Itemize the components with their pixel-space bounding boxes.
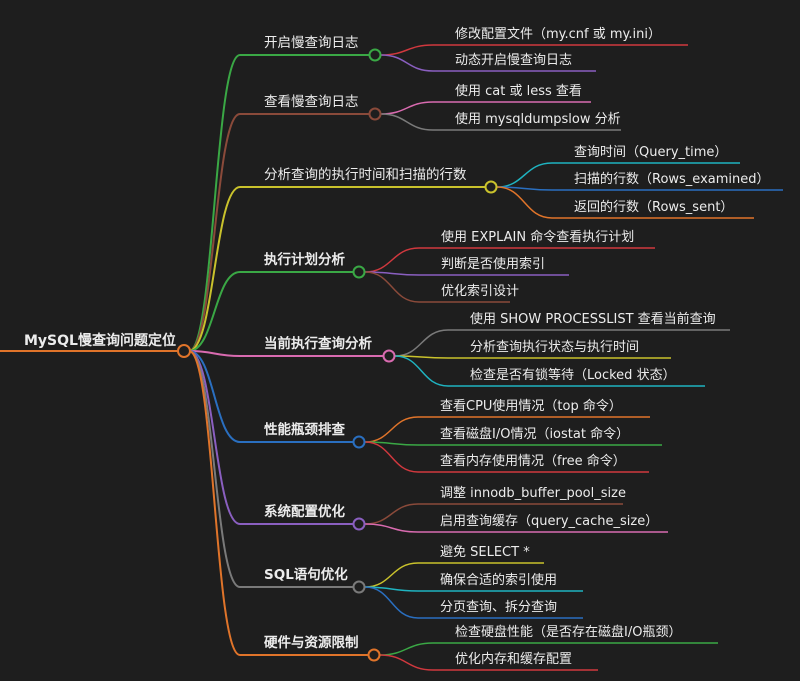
leaf-label-4-1[interactable]: 使用 EXPLAIN 命令查看执行计划 (441, 229, 634, 245)
leaf-link-9-1 (379, 642, 434, 656)
branch-label-4[interactable]: 执行计划分析 (264, 251, 345, 268)
leaf-label-9-2[interactable]: 优化内存和缓存配置 (455, 651, 572, 667)
leaf-label-8-1[interactable]: 避免 SELECT * (440, 545, 530, 560)
leaf-label-3-3[interactable]: 返回的行数（Rows_sent） (574, 199, 733, 215)
branch-link-8 (188, 350, 241, 588)
leaf-link-4-1 (364, 247, 420, 273)
branch-node-2[interactable] (368, 107, 382, 121)
leaf-link-7-2 (364, 523, 419, 533)
mindmap-links (0, 44, 783, 671)
leaf-label-3-1[interactable]: 查询时间（Query_time） (574, 145, 727, 160)
branch-link-7 (188, 350, 241, 525)
branch-link-2 (188, 113, 241, 352)
branch-link-9 (188, 350, 241, 656)
branch-node-6[interactable] (352, 435, 366, 449)
branch-node-7[interactable] (352, 517, 366, 531)
branch-label-5[interactable]: 当前执行查询分析 (264, 335, 372, 352)
root-node[interactable] (177, 344, 191, 358)
leaf-label-6-1[interactable]: 查看CPU使用情况（top 命令） (440, 398, 622, 414)
root-label[interactable]: MySQL慢查询问题定位 (24, 332, 176, 349)
leaf-label-2-1[interactable]: 使用 cat 或 less 查看 (455, 83, 582, 99)
branch-node-4[interactable] (352, 265, 366, 279)
leaf-label-4-3[interactable]: 优化索引设计 (441, 284, 519, 299)
leaf-label-7-2[interactable]: 启用查询缓存（query_cache_size） (440, 514, 658, 529)
mindmap-nodes: MySQL慢查询问题定位 开启慢查询日志 修改配置文件（my.cnf 或 my.in… (24, 27, 770, 667)
leaf-label-1-1[interactable]: 修改配置文件（my.cnf 或 my.ini） (455, 27, 661, 42)
leaf-link-3-3 (496, 186, 553, 219)
leaf-link-6-3 (364, 441, 419, 473)
leaf-label-8-2[interactable]: 确保合适的索引使用 (440, 572, 557, 588)
branch-label-2[interactable]: 查看慢查询日志 (264, 93, 359, 110)
leaf-label-5-3[interactable]: 检查是否有锁等待（Locked 状态） (470, 367, 676, 383)
leaf-link-5-3 (394, 355, 449, 387)
branch-node-9[interactable] (367, 648, 381, 662)
leaf-label-7-1[interactable]: 调整 innodb_buffer_pool_size (440, 486, 626, 501)
leaf-label-5-2[interactable]: 分析查询执行状态与执行时间 (470, 340, 639, 355)
branch-label-8[interactable]: SQL语句优化 (264, 566, 348, 583)
leaf-link-1-1 (380, 44, 434, 56)
branch-label-1[interactable]: 开启慢查询日志 (264, 34, 359, 51)
leaf-link-5-1 (394, 329, 449, 357)
leaf-label-4-2[interactable]: 判断是否使用索引 (441, 256, 545, 272)
branch-link-4 (188, 271, 241, 352)
leaf-link-8-1 (364, 562, 419, 588)
leaf-label-5-1[interactable]: 使用 SHOW PROCESSLIST 查看当前查询 (470, 311, 716, 327)
leaf-label-6-2[interactable]: 查看磁盘I/O情况（iostat 命令） (440, 426, 629, 442)
branch-node-3[interactable] (484, 180, 498, 194)
leaf-label-2-2[interactable]: 使用 mysqldumpslow 分析 (455, 111, 621, 127)
leaf-link-8-3 (364, 586, 419, 619)
branch-node-8[interactable] (352, 580, 366, 594)
leaf-link-9-2 (379, 654, 434, 671)
branch-label-3[interactable]: 分析查询的执行时间和扫描的行数 (264, 167, 467, 183)
leaf-link-4-3 (364, 271, 420, 303)
branch-node-1[interactable] (368, 48, 382, 62)
leaf-label-6-3[interactable]: 查看内存使用情况（free 命令） (440, 453, 626, 469)
leaf-link-2-2 (380, 113, 434, 131)
branch-link-3 (188, 186, 241, 352)
branch-label-6[interactable]: 性能瓶颈排查 (264, 421, 345, 438)
leaf-label-3-2[interactable]: 扫描的行数（Rows_examined） (574, 171, 770, 187)
leaf-link-2-1 (380, 101, 434, 115)
leaf-label-8-3[interactable]: 分页查询、拆分查询 (440, 600, 557, 615)
branch-link-1 (188, 54, 241, 352)
leaf-link-6-1 (364, 416, 419, 443)
branch-label-7[interactable]: 系统配置优化 (264, 503, 345, 520)
leaf-link-7-1 (364, 503, 419, 525)
leaf-link-3-1 (496, 162, 553, 188)
leaf-label-1-2[interactable]: 动态开启慢查询日志 (455, 52, 572, 68)
leaf-label-9-1[interactable]: 检查硬盘性能（是否存在磁盘I/O瓶颈） (455, 624, 681, 640)
branch-link-6 (188, 350, 241, 443)
branch-label-9[interactable]: 硬件与资源限制 (264, 634, 359, 651)
branch-link-5 (188, 350, 241, 357)
leaf-link-1-2 (380, 54, 434, 72)
branch-node-5[interactable] (382, 349, 396, 363)
